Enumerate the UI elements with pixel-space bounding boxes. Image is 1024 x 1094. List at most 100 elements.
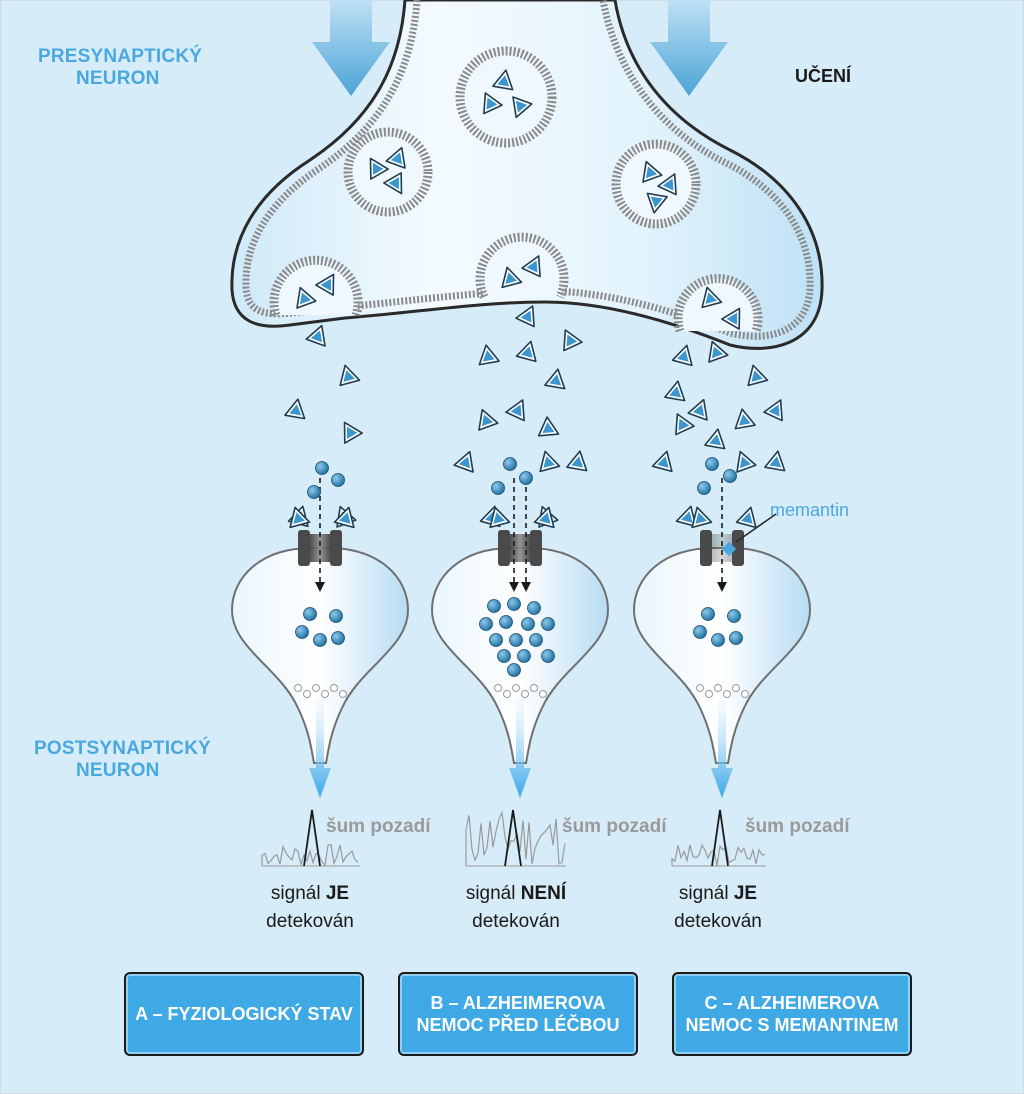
panel-b-title-line2: NEMOC PŘED LÉČBOU — [416, 1015, 620, 1035]
ion-channel-left — [700, 530, 712, 566]
noise-label-c: šum pozadí — [745, 816, 850, 837]
noise-label-b: šum pozadí — [562, 816, 667, 837]
learning-label: UČENÍ — [795, 66, 852, 86]
spine-body — [632, 547, 812, 764]
ion-channel-left — [498, 530, 510, 566]
output-arrow-icon — [309, 698, 331, 798]
signal-detected-b: detekován — [472, 910, 560, 932]
signal-state-a: JE — [325, 883, 350, 904]
ion-icon — [497, 649, 511, 663]
receptor-dot — [294, 684, 302, 692]
signal-trace-b — [465, 809, 566, 867]
ion-icon — [519, 471, 533, 485]
postsynaptic-label-line1: POSTSYNAPTICKÝ — [34, 738, 211, 759]
ion-icon — [487, 599, 501, 613]
presynaptic-label: PRESYNAPTICKÝ NEURON — [38, 46, 202, 90]
ion-icon — [295, 625, 309, 639]
ion-icon — [541, 617, 555, 631]
ion-icon — [489, 633, 503, 647]
ion-icon — [711, 633, 725, 647]
panel-a-title-box: A – FYZIOLOGICKÝ STAV — [124, 972, 364, 1056]
ion-icon — [313, 633, 327, 647]
receptor-dot — [494, 684, 502, 692]
ion-icon — [697, 481, 711, 495]
ion-flow-arrow-icon — [521, 582, 531, 592]
ion-icon — [315, 461, 329, 475]
learning-arrow-left-icon — [312, 0, 390, 96]
receptor-dot — [521, 690, 529, 698]
ion-flow-arrow-icon — [315, 582, 325, 592]
signal-peak — [504, 809, 522, 867]
ion-channel-right — [330, 530, 342, 566]
ion-channel-pore — [310, 534, 330, 562]
vesicle-docking-b — [475, 232, 569, 299]
ion-icon — [727, 609, 741, 623]
learning-arrow-right-icon — [650, 0, 728, 96]
signal-trace-c — [671, 809, 766, 867]
ion-icon — [307, 485, 321, 499]
ion-icon — [723, 469, 737, 483]
ion-icon — [507, 597, 521, 611]
ion-icon — [331, 473, 345, 487]
panel-c-title-line2: NEMOC S MEMANTINEM — [685, 1015, 899, 1035]
vesicle-top — [455, 46, 557, 148]
signal-detected-a: detekován — [266, 910, 354, 932]
panel-b-title-line1: B – ALZHEIMEROVA — [430, 992, 606, 1013]
ion-icon — [491, 481, 505, 495]
ion-icon — [541, 649, 555, 663]
vesicle-docking-a — [269, 255, 363, 317]
signal-peak — [711, 809, 729, 867]
ion-channel-pore — [712, 534, 732, 562]
signal-trace-a — [261, 809, 360, 867]
signal-status-b: signál NENÍ detekován — [426, 880, 606, 935]
receptor-dot — [530, 684, 538, 692]
ion-icon — [479, 617, 493, 631]
ion-icon — [303, 607, 317, 621]
receptor-dot — [303, 690, 311, 698]
ion-flow-arrow-icon — [717, 582, 727, 592]
noise-label-a: šum pozadí — [326, 816, 431, 837]
ion-icon — [701, 607, 715, 621]
receptor-dot — [705, 690, 713, 698]
signal-status-a: signál JE detekován — [220, 880, 400, 935]
presynaptic-label-line2: NEURON — [76, 67, 160, 89]
output-arrow-icon — [509, 698, 531, 798]
ion-icon — [705, 457, 719, 471]
ion-icon — [521, 617, 535, 631]
ion-icon — [509, 633, 523, 647]
signal-prefix-b: signál — [465, 883, 516, 904]
vesicle-left — [343, 127, 433, 217]
receptor-dot — [732, 684, 740, 692]
signal-traces — [261, 809, 766, 867]
ion-icon — [527, 601, 541, 615]
panel-c-title-line1: C – ALZHEIMEROVA — [704, 992, 880, 1013]
signal-prefix-a: signál — [270, 883, 321, 904]
memantine-label: memantin — [770, 500, 850, 520]
ion-icon — [529, 633, 543, 647]
receptor-dot — [503, 690, 511, 698]
receptor-dot — [330, 684, 338, 692]
panel-c-title-box: C – ALZHEIMEROVA NEMOC S MEMANTINEM — [672, 972, 912, 1056]
receptor-dot — [512, 684, 520, 692]
postsynaptic-spines — [230, 457, 812, 798]
ion-icon — [517, 649, 531, 663]
output-arrow-icon — [711, 698, 733, 798]
signal-prefix-c: signál — [678, 883, 729, 904]
ion-icon — [693, 625, 707, 639]
noise-trace — [261, 843, 359, 867]
ion-channel-pore — [510, 534, 530, 562]
ion-flow-arrow-icon — [509, 582, 519, 592]
signal-state-b: NENÍ — [520, 883, 567, 904]
memantine-block-icon — [721, 541, 737, 557]
ion-icon — [729, 631, 743, 645]
ion-icon — [499, 615, 513, 629]
vesicle-docking-c — [673, 274, 763, 333]
receptor-dot — [723, 690, 731, 698]
panel-a-title-line1: A – FYZIOLOGICKÝ STAV — [135, 1003, 353, 1024]
memantine-pointer — [735, 513, 777, 543]
ion-channel-right — [530, 530, 542, 566]
signal-status-c: signál JE detekován — [628, 880, 808, 935]
postsynaptic-label: POSTSYNAPTICKÝ NEURON — [34, 738, 211, 782]
panel-b-title-box: B – ALZHEIMEROVA NEMOC PŘED LÉČBOU — [398, 972, 638, 1056]
